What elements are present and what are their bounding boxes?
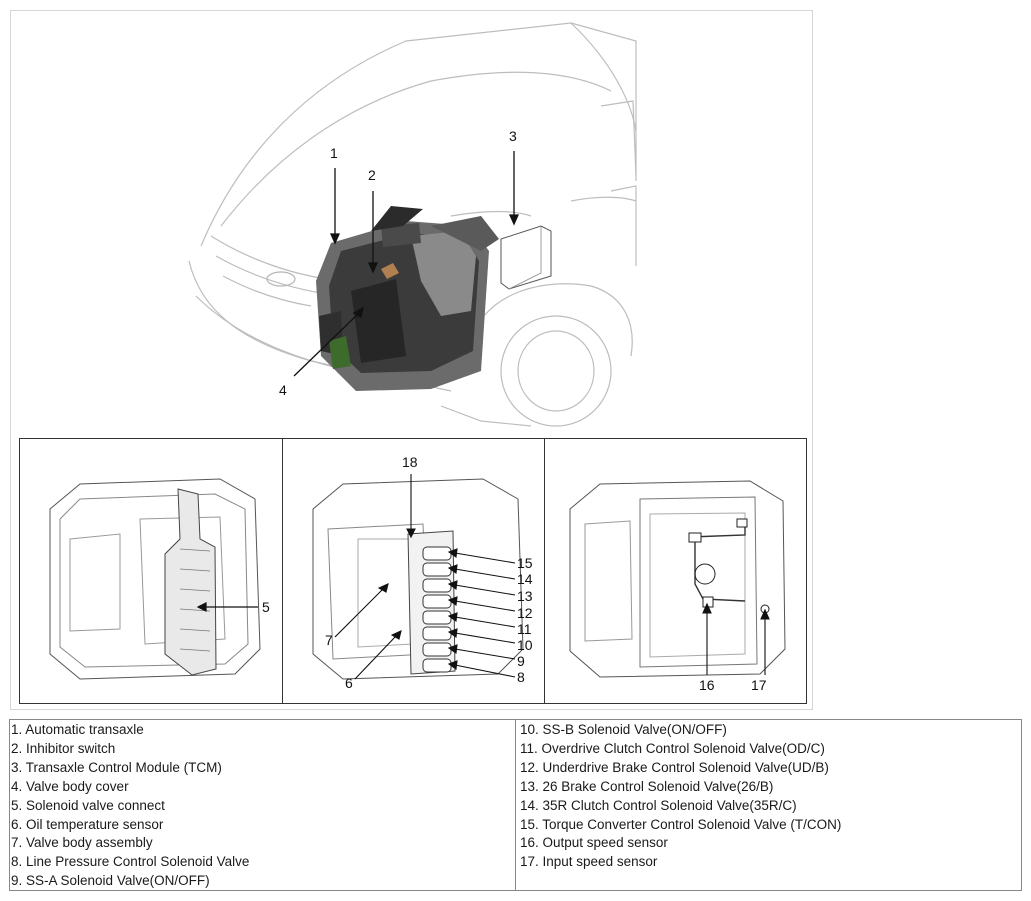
detail-panels: 5 <box>19 438 807 704</box>
callout-14: 14 <box>517 571 533 587</box>
callout-13: 13 <box>517 588 533 604</box>
legend-column-right: 10. SS-B Solenoid Valve(ON/OFF) 11. Over… <box>516 720 1021 890</box>
callout-11: 11 <box>517 621 532 637</box>
valve-body-assembly-drawing <box>312 474 524 680</box>
legend-item: 14. 35R Clutch Control Solenoid Valve(35… <box>520 797 797 813</box>
panel-speed-sensors: 16 17 <box>544 439 806 703</box>
legend-item: 2. Inhibitor switch <box>11 740 116 756</box>
car-engine-bay-illustration <box>188 22 637 427</box>
component-location-figure: 1 2 3 4 <box>10 10 813 710</box>
panel-solenoid-connector: 5 <box>20 439 282 703</box>
speed-sensor-drawing <box>569 480 786 678</box>
legend-item: 3. Transaxle Control Module (TCM) <box>11 759 222 775</box>
legend-item: 12. Underdrive Brake Control Solenoid Va… <box>520 759 829 775</box>
legend-item: 8. Line Pressure Control Solenoid Valve <box>11 854 250 870</box>
valve-body-cover-drawing <box>49 478 261 680</box>
callout-2: 2 <box>368 167 376 183</box>
legend-item: 5. Solenoid valve connect <box>11 797 165 813</box>
legend-item: 9. SS-A Solenoid Valve(ON/OFF) <box>11 873 210 889</box>
callout-3: 3 <box>509 128 517 144</box>
callout-1: 1 <box>330 145 338 161</box>
legend-item: 10. SS-B Solenoid Valve(ON/OFF) <box>520 722 727 737</box>
callout-15: 15 <box>517 555 533 571</box>
legend-item: 6. Oil temperature sensor <box>11 816 164 832</box>
callout-8: 8 <box>517 669 525 685</box>
legend-item: 7. Valve body assembly <box>11 835 153 851</box>
callout-10: 10 <box>517 637 533 653</box>
legend-item: 1. Automatic transaxle <box>11 722 144 737</box>
callout-5: 5 <box>262 599 270 615</box>
legend-item: 13. 26 Brake Control Solenoid Valve(26/B… <box>520 778 774 794</box>
component-legend-table: 1. Automatic transaxle 2. Inhibitor swit… <box>9 719 1022 891</box>
legend-item: 4. Valve body cover <box>11 778 129 794</box>
legend-item: 11. Overdrive Clutch Control Solenoid Va… <box>520 740 825 756</box>
legend-column-left: 1. Automatic transaxle 2. Inhibitor swit… <box>10 720 516 890</box>
callout-12: 12 <box>517 605 533 621</box>
panel-solenoid-valves: 18 15 14 13 12 11 10 9 8 7 6 <box>282 439 544 703</box>
legend-item: 16. Output speed sensor <box>520 835 668 851</box>
callout-9: 9 <box>517 653 525 669</box>
callout-17: 17 <box>751 677 767 693</box>
callout-6: 6 <box>345 675 353 691</box>
legend-item: 15. Torque Converter Control Solenoid Va… <box>520 816 842 832</box>
callout-18: 18 <box>402 454 418 470</box>
callout-7: 7 <box>325 632 333 648</box>
callout-16: 16 <box>699 677 715 693</box>
callout-4: 4 <box>279 382 287 398</box>
legend-item: 17. Input speed sensor <box>520 854 658 870</box>
